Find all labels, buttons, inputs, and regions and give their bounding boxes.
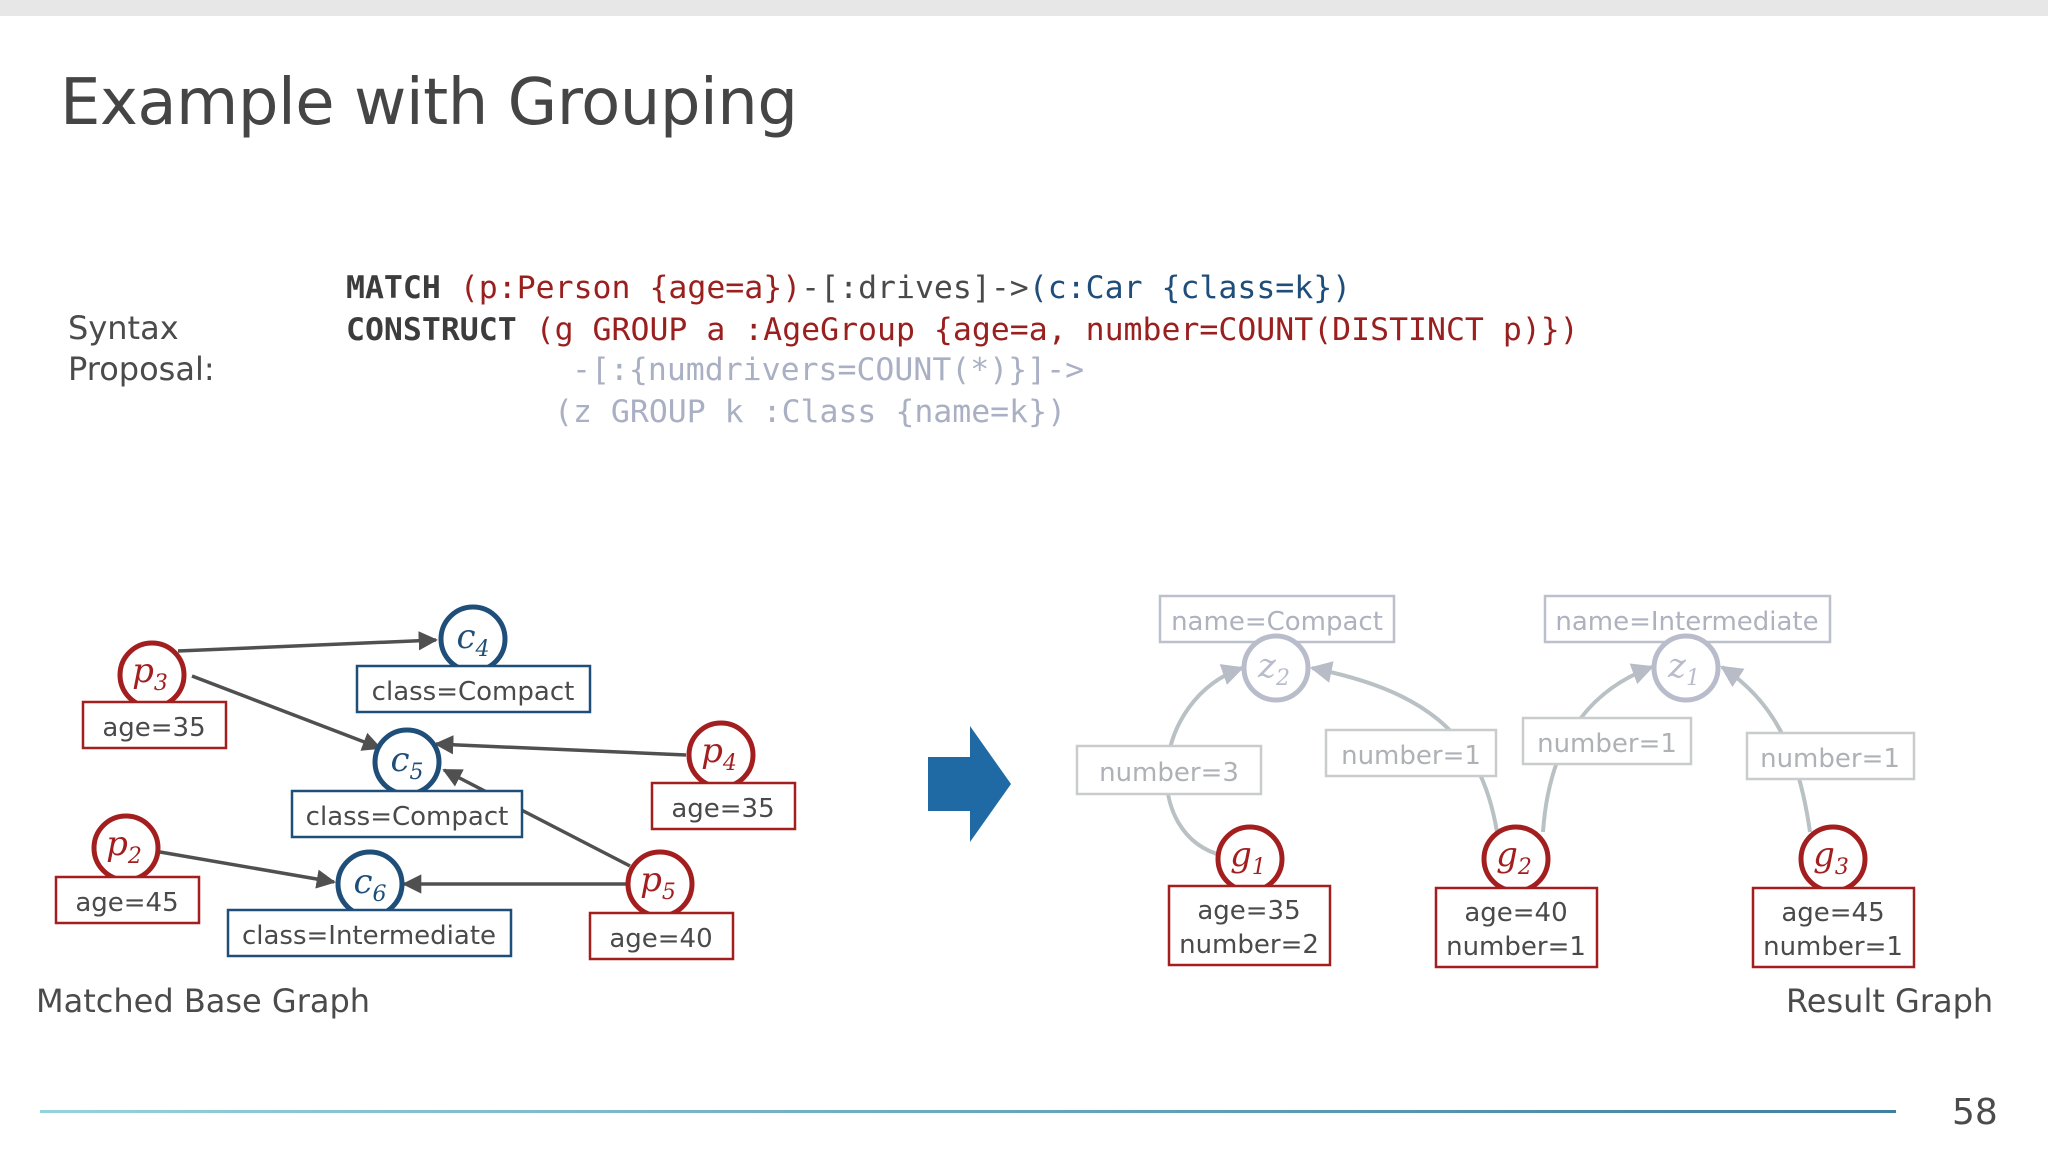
edge-g2-z2 [1309,661,1499,833]
label-c5: class=Compact [290,789,524,839]
svg-text:p4: p4 [701,731,737,776]
label-p5: age=40 [588,911,735,961]
label-g1: age=35 number=2 [1167,884,1332,967]
svg-text:c4: c4 [456,617,489,662]
svg-text:number=1: number=1 [1760,744,1900,774]
svg-text:class=Compact: class=Compact [372,677,575,707]
svg-text:age=45: age=45 [75,888,178,918]
label-c4: class=Compact [355,664,592,714]
svg-text:class=Intermediate: class=Intermediate [242,921,496,951]
svg-text:age=40: age=40 [1464,898,1567,928]
query-line-4: (z GROUP k :Class {name=k}) [554,394,1067,430]
svg-text:name=Intermediate: name=Intermediate [1555,607,1818,637]
svg-text:age=40: age=40 [609,924,712,954]
svg-text:z1: z1 [1667,646,1700,691]
node-c6: c6 [335,849,405,919]
slide-title: Example with Grouping [60,66,798,140]
svg-text:name=Compact: name=Compact [1171,607,1383,637]
svg-text:c6: c6 [353,862,386,907]
label-g2: age=40 number=1 [1434,886,1599,969]
svg-text:g1: g1 [1230,835,1266,880]
label-c6: class=Intermediate [226,908,513,958]
match-edge-pattern: -[:drives]-> [801,270,1029,306]
result-graph-caption: Result Graph [1786,982,1994,1020]
edge-p3-c5 [191,674,382,751]
svg-text:number=3: number=3 [1099,758,1239,788]
construct-keyword: CONSTRUCT [346,312,517,348]
svg-text:age=35: age=35 [671,794,774,824]
right-arrow-icon [928,726,1011,842]
svg-text:p5: p5 [640,860,676,905]
edge-p3-c4 [177,631,438,653]
edge-g3-z1 [1720,665,1812,833]
svg-text:number=1: number=1 [1341,741,1481,771]
node-g1: g1 [1215,824,1285,894]
node-p4: p4 [686,720,756,790]
node-g2: g2 [1481,824,1551,894]
edge-p2-c6 [159,850,336,889]
edge-label-g2-z2: number=1 [1324,728,1498,778]
svg-text:p3: p3 [132,651,168,696]
node-g3: g3 [1798,824,1868,894]
footer-line [40,1110,1896,1113]
svg-text:number=2: number=2 [1179,930,1319,960]
node-z2: z2 [1241,633,1311,703]
syntax-label-line2: Proposal: [68,350,215,388]
match-person-pattern: (p:Person {age=a}) [459,270,802,306]
svg-text:z2: z2 [1257,646,1290,691]
svg-text:c5: c5 [390,740,423,785]
query-line-3: -[:{numdrivers=COUNT(*)}]-> [572,352,1085,388]
svg-text:g3: g3 [1813,835,1849,880]
edge-p4-c5 [434,735,687,757]
page-number: 58 [1952,1092,1998,1133]
node-p5: p5 [625,849,695,919]
syntax-label-line1: Syntax [68,309,179,347]
label-g3: age=45 number=1 [1751,886,1916,969]
match-keyword: MATCH [346,270,441,306]
svg-text:number=1: number=1 [1446,932,1586,962]
node-p3: p3 [117,640,187,710]
svg-text:class=Compact: class=Compact [306,802,509,832]
syntax-label: Syntax Proposal: [68,308,215,390]
svg-text:p2: p2 [106,824,142,869]
match-car-pattern: (c:Car {class=k}) [1028,270,1352,306]
base-graph-caption: Matched Base Graph [36,982,371,1020]
svg-text:age=45: age=45 [1781,898,1884,928]
svg-text:age=35: age=35 [1197,896,1300,926]
top-bar [0,0,2048,16]
query-line-1: MATCH (p:Person {age=a})-[:drives]->(c:C… [346,268,1351,308]
query-line-2: CONSTRUCT (g GROUP a :AgeGroup {age=a, n… [346,310,1579,350]
svg-text:number=1: number=1 [1763,932,1903,962]
edge-label-g1-z2: number=3 [1075,744,1263,796]
svg-text:age=35: age=35 [102,713,205,743]
svg-text:g2: g2 [1496,835,1532,880]
label-p2: age=45 [54,875,201,925]
node-c5: c5 [372,727,442,797]
edge-label-g2-z1: number=1 [1521,716,1693,766]
edge-p5-c5 [442,768,631,868]
construct-group-pattern: (g GROUP a :AgeGroup {age=a, number=COUN… [535,312,1579,348]
node-z1: z1 [1651,633,1721,703]
edge-label-g3-z1: number=1 [1745,731,1916,781]
node-p2: p2 [91,813,161,883]
node-c4: c4 [438,604,508,674]
svg-text:number=1: number=1 [1537,729,1677,759]
label-p4: age=35 [650,781,797,831]
label-p3: age=35 [81,700,228,750]
